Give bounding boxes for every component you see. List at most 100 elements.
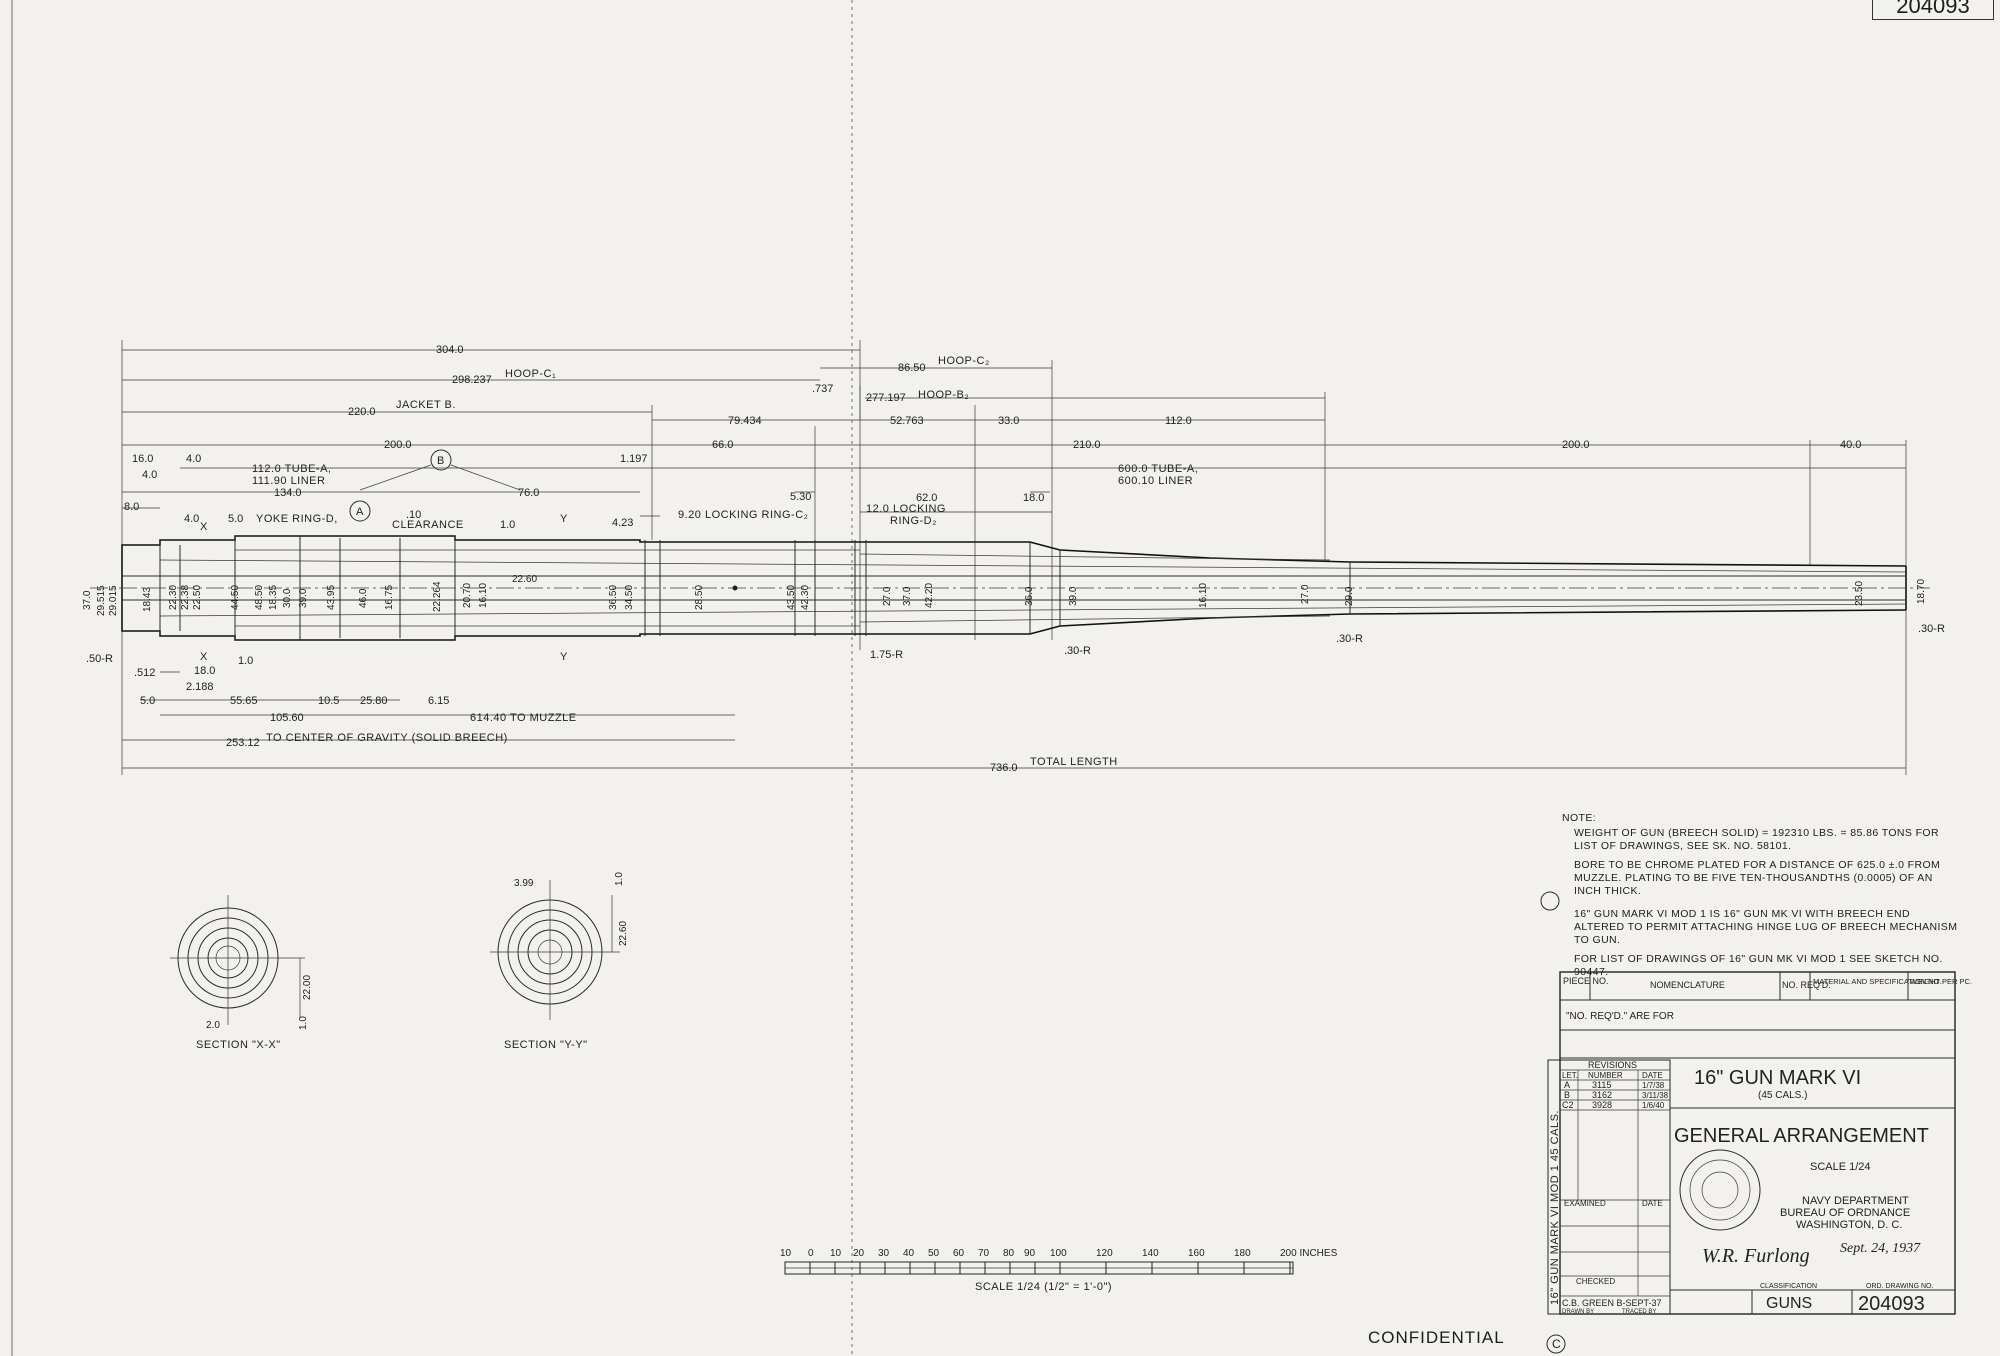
tb-revisions: REVISIONS (1588, 1060, 1637, 1070)
section-y-y: 3.99 1.0 22.60 SECTION "Y-Y" (490, 872, 629, 1051)
callouts: B A (349, 449, 521, 522)
title-block: 16" GUN MARK VI MOD 1 45 CALS. (1547, 971, 1956, 1315)
radius-30c: .30-R (1918, 623, 1945, 635)
dia-20-70: 20.70 (462, 583, 473, 608)
label-clearance: CLEARANCE (392, 519, 464, 531)
dia-22-38: 22.38 (180, 585, 191, 610)
dim-76: 76.0 (518, 487, 539, 499)
notes-block: NOTE: WEIGHT OF GUN (BREECH SOLID) = 192… (1562, 812, 1962, 985)
dia-16-75: 16.75 (384, 585, 395, 610)
dim-6-15: 6.15 (428, 695, 449, 707)
dia-28-50: 28.50 (694, 585, 705, 610)
dim-33: 33.0 (998, 415, 1019, 427)
section-mark-y-bottom: Y (560, 651, 568, 663)
dim-4a: 4.0 (186, 453, 201, 465)
dim-4-4: 4.0 (184, 513, 199, 525)
confidential-mark: C (1552, 1337, 1561, 1351)
scale-tick-3: 20 (853, 1248, 865, 1259)
section-y-y-label: SECTION "Y-Y" (504, 1039, 588, 1051)
scale-bar: 10 0 10 20 30 40 50 60 70 80 90 100 120 … (780, 1248, 1338, 1293)
dia-36: 36.0 (1024, 586, 1035, 606)
label-cg: TO CENTER OF GRAVITY (SOLID BREECH) (266, 732, 508, 744)
dia-34-50: 34.50 (624, 585, 635, 610)
scale-tick-7: 60 (953, 1248, 965, 1259)
scale-label: SCALE 1/24 (1/2" = 1'-0") (975, 1281, 1112, 1293)
tb-nomenclature: NOMENCLATURE (1650, 980, 1725, 990)
dia-29-015: 29.015 (108, 585, 119, 616)
tb-drawn: C.B. GREEN B-SEPT-37 (1562, 1298, 1662, 1308)
label-tube-a-600: 600.0 TUBE-A, (1118, 463, 1198, 475)
label-yoke-ring: YOKE RING-D, (256, 513, 338, 525)
scale-tick-12: 120 (1096, 1248, 1113, 1259)
title-block-text: PIECE NO. NOMENCLATURE NO. REQ'D. MATERI… (1562, 976, 1972, 1315)
scale-tick-14: 160 (1188, 1248, 1205, 1259)
dim-86-50: 86.50 (898, 362, 926, 374)
note-1: WEIGHT OF GUN (BREECH SOLID) = 192310 LB… (1574, 827, 1939, 852)
tb-date: DATE (1642, 1199, 1663, 1208)
drawing-number-top: 204093 (1872, 0, 1994, 20)
dia-36-50: 36.50 (608, 585, 619, 610)
dim-5-30: 5.30 (790, 491, 811, 503)
dim-304: 304.0 (436, 344, 464, 356)
dia-37b: 37.0 (902, 586, 913, 606)
dim-134: 134.0 (274, 487, 302, 499)
dim-8: 8.0 (124, 501, 139, 513)
tb-rev-c-date: 1/6/40 (1642, 1101, 1665, 1110)
dim-298: 298.237 (452, 374, 492, 386)
dim-62: 62.0 (916, 492, 937, 504)
tb-dept3: WASHINGTON, D. C. (1796, 1219, 1902, 1231)
dim-5-0b: 5.0 (140, 695, 155, 707)
radius-30b: .30-R (1336, 633, 1363, 645)
tb-checked: CHECKED (1576, 1277, 1615, 1286)
dim-18x: 18.0 (194, 665, 215, 677)
dim-clearance-val: .10 (406, 509, 421, 521)
dia-22-30: 22.30 (168, 585, 179, 610)
dia-18-35: 18.35 (268, 585, 279, 610)
tb-general-arrangement: GENERAL ARRANGEMENT (1674, 1125, 1929, 1147)
dim-1197: 1.197 (620, 453, 648, 465)
dim-16: 16.0 (132, 453, 153, 465)
note-3-text: 16" GUN MARK VI MOD 1 IS 16" GUN MK VI W… (1574, 908, 1958, 946)
tb-drawn-by: DRAWN BY (1562, 1309, 1594, 1315)
dia-39: 39.0 (298, 588, 309, 608)
tb-rev-a-let: A (1564, 1080, 1570, 1090)
tb-rev-c-num: 3928 (1592, 1100, 1612, 1110)
tb-examined: EXAMINED (1564, 1199, 1606, 1208)
tb-rev-date: DATE (1642, 1071, 1663, 1080)
dia-46: 46.0 (358, 588, 369, 608)
dim-210: 210.0 (1073, 439, 1101, 451)
tb-rev-let: LET. (1562, 1071, 1578, 1080)
label-locking-d2b: RING-D₂ (890, 515, 937, 527)
dim-105: 105.60 (270, 712, 304, 724)
xx-dim-1: 1.0 (298, 1016, 309, 1030)
scale-tick-16: 200 INCHES (1280, 1248, 1338, 1259)
dim-737: .737 (812, 383, 833, 395)
tb-class-val: GUNS (1766, 1295, 1812, 1312)
dim-52: 52.763 (890, 415, 924, 427)
dia-42-20: 42.20 (924, 583, 935, 608)
dimension-lines (122, 349, 1906, 769)
xx-dim-2: 2.0 (206, 1020, 220, 1031)
dia-27b: 27.0 (1300, 584, 1311, 604)
scale-tick-9: 80 (1003, 1248, 1015, 1259)
dia-22-50: 22.50 (192, 585, 203, 610)
tb-traced: TRACED BY (1622, 1309, 1656, 1315)
dim-1-0: 1.0 (500, 519, 515, 531)
label-hoop-b2: HOOP-B₂ (918, 389, 969, 401)
section-mark-y-top: Y (560, 513, 568, 525)
note-2: BORE TO BE CHROME PLATED FOR A DISTANCE … (1574, 859, 1941, 897)
section-mark-x-top: X (200, 521, 208, 533)
radius-30a: .30-R (1064, 645, 1091, 657)
dia-16-10b: 16.10 (1198, 583, 1209, 608)
dia-30: 30.0 (282, 588, 293, 608)
callout-a: A (356, 506, 364, 518)
label-hoop-c2: HOOP-C₂ (938, 355, 990, 367)
dim-4-23: 4.23 (612, 517, 633, 529)
tb-rev-c-let: C2 (1562, 1100, 1574, 1110)
dia-27: 27.0 (882, 586, 893, 606)
dim-200b: 200.0 (1562, 439, 1590, 451)
scale-tick-5: 40 (903, 1248, 915, 1259)
dia-22-60: 22.60 (512, 574, 537, 585)
dim-512: .512 (134, 667, 155, 679)
tb-drawing-no: 204093 (1858, 1293, 1925, 1315)
